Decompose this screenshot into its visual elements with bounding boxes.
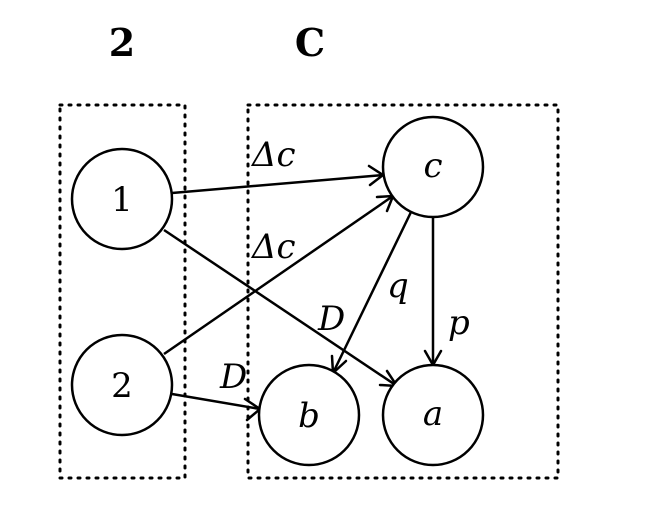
edge-2-to-c [163, 194, 395, 356]
node-a: a [381, 363, 485, 467]
node-c-label: c [423, 146, 442, 186]
edge-label-1-to-a: D [317, 299, 345, 339]
edge-label-1-to-c: Δc [250, 135, 296, 175]
node-b: b [257, 363, 361, 467]
group-title-c: C [295, 20, 325, 65]
node-1: 1 [70, 147, 174, 251]
group-box-c [246, 103, 560, 480]
node-1-label: 1 [111, 180, 133, 220]
node-a-label: a [423, 394, 443, 434]
group-title-2: 2 [109, 20, 135, 65]
edge-label-2-to-c: Δc [250, 227, 296, 267]
edge-label-c-to-a: p [448, 303, 470, 343]
edge-c-to-a [423, 217, 443, 367]
node-2-label: 2 [111, 366, 133, 406]
edge-label-2-to-b: D [219, 357, 247, 397]
node-c: c [381, 115, 485, 219]
node-2: 2 [70, 333, 174, 437]
edge-label-c-to-b: q [387, 266, 409, 306]
group-box-2 [58, 103, 187, 480]
node-b-label: b [298, 396, 320, 436]
